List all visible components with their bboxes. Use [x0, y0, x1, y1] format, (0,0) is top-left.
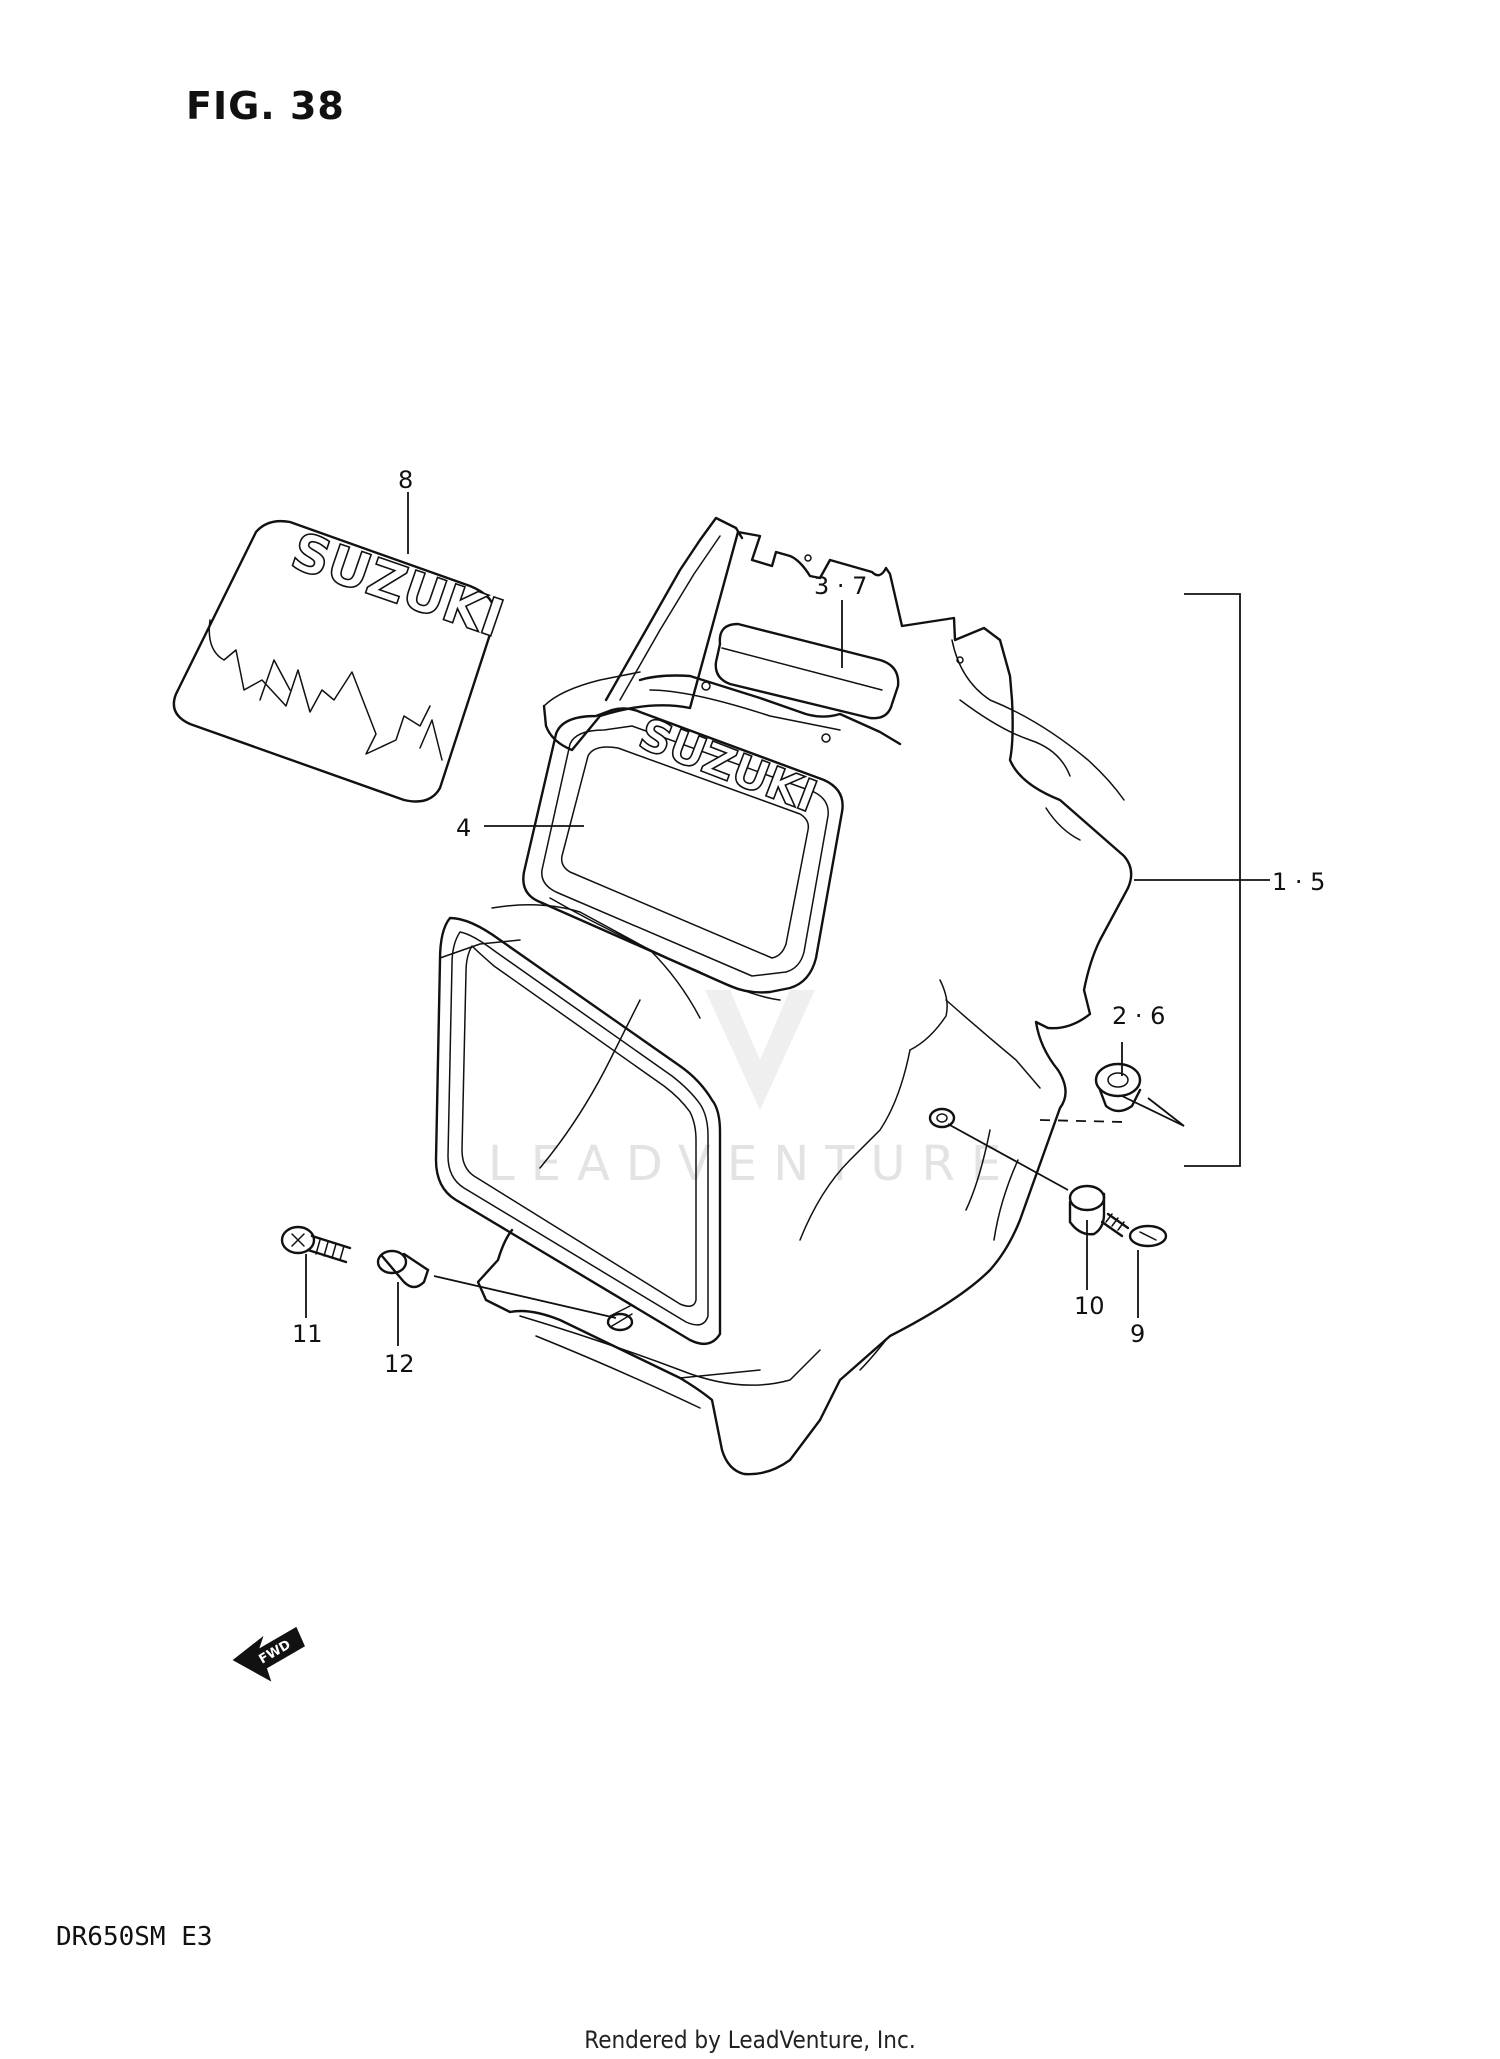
- decal-part-8[interactable]: SUZUKI: [172, 519, 511, 803]
- leader-lines: [305, 492, 1270, 1346]
- callout-labels: 8 3 · 7 4 1 · 5 2 · 6 10 9 11 12: [292, 466, 1325, 1378]
- cowl-logo-text: SUZUKI: [632, 709, 823, 823]
- watermark: LEADVENTURE: [488, 990, 1017, 1192]
- visor-part-3-7[interactable]: [604, 516, 964, 746]
- callout-1-5: 1 · 5: [1272, 868, 1325, 896]
- fwd-arrow-icon: FWD: [232, 1626, 305, 1682]
- spacer-part-12[interactable]: [376, 1249, 430, 1289]
- callout-11: 11: [292, 1320, 323, 1348]
- grommet-part-2-6[interactable]: [1094, 1062, 1142, 1113]
- callout-8: 8: [398, 466, 413, 494]
- cowl-part-1-5[interactable]: [434, 530, 1133, 1476]
- watermark-text: LEADVENTURE: [488, 1136, 1017, 1192]
- callout-12: 12: [384, 1350, 415, 1378]
- callout-2-6: 2 · 6: [1112, 1002, 1165, 1030]
- decal-logo-text: SUZUKI: [284, 522, 511, 650]
- screw-part-11[interactable]: [280, 1225, 352, 1264]
- figure-title: FIG. 38: [186, 84, 345, 128]
- render-credit: Rendered by LeadVenture, Inc.: [584, 2026, 916, 2054]
- callout-4: 4: [456, 814, 471, 842]
- collar-part-10[interactable]: [1068, 1184, 1106, 1236]
- callout-10: 10: [1074, 1292, 1105, 1320]
- callout-9: 9: [1130, 1320, 1145, 1348]
- bolt-part-9[interactable]: [1100, 1212, 1168, 1248]
- callout-3-7: 3 · 7: [814, 572, 867, 600]
- model-code: DR650SM E3: [56, 1922, 213, 1952]
- cowl-front-part-4[interactable]: SUZUKI: [522, 707, 844, 1001]
